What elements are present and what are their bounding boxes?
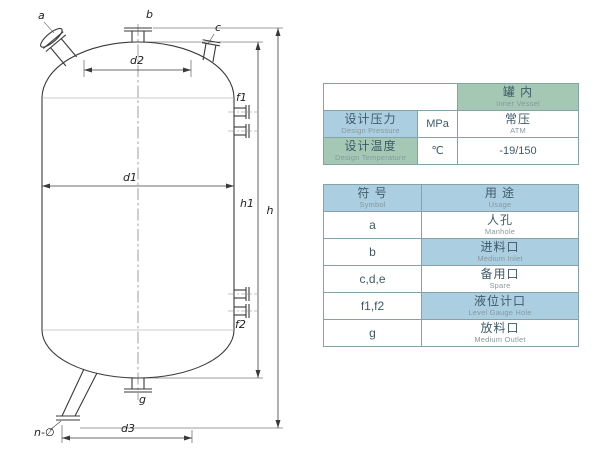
nozzle-a-manhole xyxy=(40,27,78,67)
usage-cell-medium-outlet: 放料口 Medium Outlet xyxy=(422,320,579,347)
symbol-b: b xyxy=(369,244,376,259)
dimension-h: h xyxy=(80,27,283,429)
nozzle-symbol-table: 符 号 Symbol 用 途 Usage a 人孔 Manhole b 进料口 … xyxy=(323,184,579,347)
symbol-header-en: Symbol xyxy=(359,200,386,209)
label-d1: d1 xyxy=(123,171,137,184)
design-temperature-zh: 设计温度 xyxy=(344,139,397,153)
usage-medium-inlet-zh: 进料口 xyxy=(480,240,520,254)
symbol-g: g xyxy=(369,325,376,340)
label-h1: h1 xyxy=(240,197,254,210)
usage-spare-zh: 备用口 xyxy=(480,267,520,281)
usage-cell-manhole: 人孔 Manhole xyxy=(422,212,579,239)
usage-manhole-en: Manhole xyxy=(484,227,516,236)
design-pressure-unit: MPa xyxy=(426,118,449,130)
design-table-corner-cell xyxy=(324,84,458,111)
design-temperature-value: -19/150 xyxy=(499,145,537,157)
usage-cell-spare: 备用口 Spare xyxy=(422,266,579,293)
usage-medium-outlet-en: Medium Outlet xyxy=(474,335,526,344)
design-pressure-en: Design Pressure xyxy=(341,126,400,135)
label-g: g xyxy=(139,393,146,406)
nozzle-f1-pair xyxy=(228,105,257,138)
leader-a xyxy=(43,21,55,34)
usage-cell-level-gauge: 液位计口 Level Gauge Hole xyxy=(422,293,579,320)
design-temperature-unit: ℃ xyxy=(431,145,444,157)
dimension-d3: d3 xyxy=(61,422,193,443)
design-pressure-unit-cell: MPa xyxy=(418,111,458,138)
nozzle-f2-pair xyxy=(228,287,257,318)
design-pressure-value-en: ATM xyxy=(510,126,526,135)
usage-manhole-zh: 人孔 xyxy=(486,213,513,227)
symbol-cell-b: b xyxy=(324,239,422,266)
symbol-a: a xyxy=(369,217,376,232)
usage-medium-inlet-en: Medium Inlet xyxy=(477,254,523,263)
label-d3: d3 xyxy=(121,422,135,435)
symbol-header-zh: 符 号 xyxy=(357,186,388,200)
label-b: b xyxy=(146,8,153,21)
design-pressure-label-cell: 设计压力 Design Pressure xyxy=(324,111,418,138)
label-h: h xyxy=(267,204,274,217)
support-leg xyxy=(56,368,98,421)
usage-spare-en: Spare xyxy=(489,281,511,290)
label-a: a xyxy=(38,9,45,22)
design-temperature-en: Design Temperature xyxy=(335,153,406,162)
dimension-d2: d2 xyxy=(83,54,192,77)
usage-level-gauge-en: Level Gauge Hole xyxy=(468,308,532,317)
vessel-technical-drawing: b a c d2 d1 f1 xyxy=(34,8,283,443)
design-pressure-value-cell: 常压 ATM xyxy=(458,111,579,138)
symbol-cde: c,d,e xyxy=(359,271,386,286)
symbol-f1f2: f1,f2 xyxy=(360,298,385,313)
dimension-h1: h1 xyxy=(142,41,263,379)
label-c: c xyxy=(215,21,221,34)
design-temperature-label-cell: 设计温度 Design Temperature xyxy=(324,138,418,165)
nozzle-c xyxy=(201,39,221,62)
symbol-cell-a: a xyxy=(324,212,422,239)
label-f2: f2 xyxy=(235,318,246,331)
nozzle-g xyxy=(124,378,152,393)
usage-header-en: Usage xyxy=(488,200,512,209)
design-conditions-table: 罐 内 Inner Vessel 设计压力 Design Pressure MP… xyxy=(323,83,579,165)
usage-level-gauge-zh: 液位计口 xyxy=(473,294,526,308)
design-temperature-value-cell: -19/150 xyxy=(458,138,579,165)
label-f1: f1 xyxy=(236,91,247,104)
usage-header-zh: 用 途 xyxy=(484,186,516,200)
leader-c xyxy=(207,33,215,45)
usage-header-cell: 用 途 Usage xyxy=(422,185,579,212)
inner-vessel-header-en: Inner Vessel xyxy=(496,99,540,108)
symbol-header-cell: 符 号 Symbol xyxy=(324,185,422,212)
inner-vessel-header-zh: 罐 内 xyxy=(502,85,534,99)
vessel-shell-outline xyxy=(41,41,235,379)
leader-n-phi xyxy=(49,420,62,431)
symbol-cell-f1f2: f1,f2 xyxy=(324,293,422,320)
usage-medium-outlet-zh: 放料口 xyxy=(480,321,520,335)
design-temperature-unit-cell: ℃ xyxy=(418,138,458,165)
nozzle-b xyxy=(124,27,152,42)
symbol-cell-g: g xyxy=(324,320,422,347)
usage-cell-medium-inlet: 进料口 Medium Inlet xyxy=(422,239,579,266)
label-d2: d2 xyxy=(130,54,144,67)
design-pressure-zh: 设计压力 xyxy=(344,112,397,126)
design-pressure-value-zh: 常压 xyxy=(504,112,531,126)
dimension-d1: d1 xyxy=(42,171,234,189)
inner-vessel-header-cell: 罐 内 Inner Vessel xyxy=(458,84,579,111)
symbol-cell-cde: c,d,e xyxy=(324,266,422,293)
label-n-phi: n-∅ xyxy=(34,426,55,439)
